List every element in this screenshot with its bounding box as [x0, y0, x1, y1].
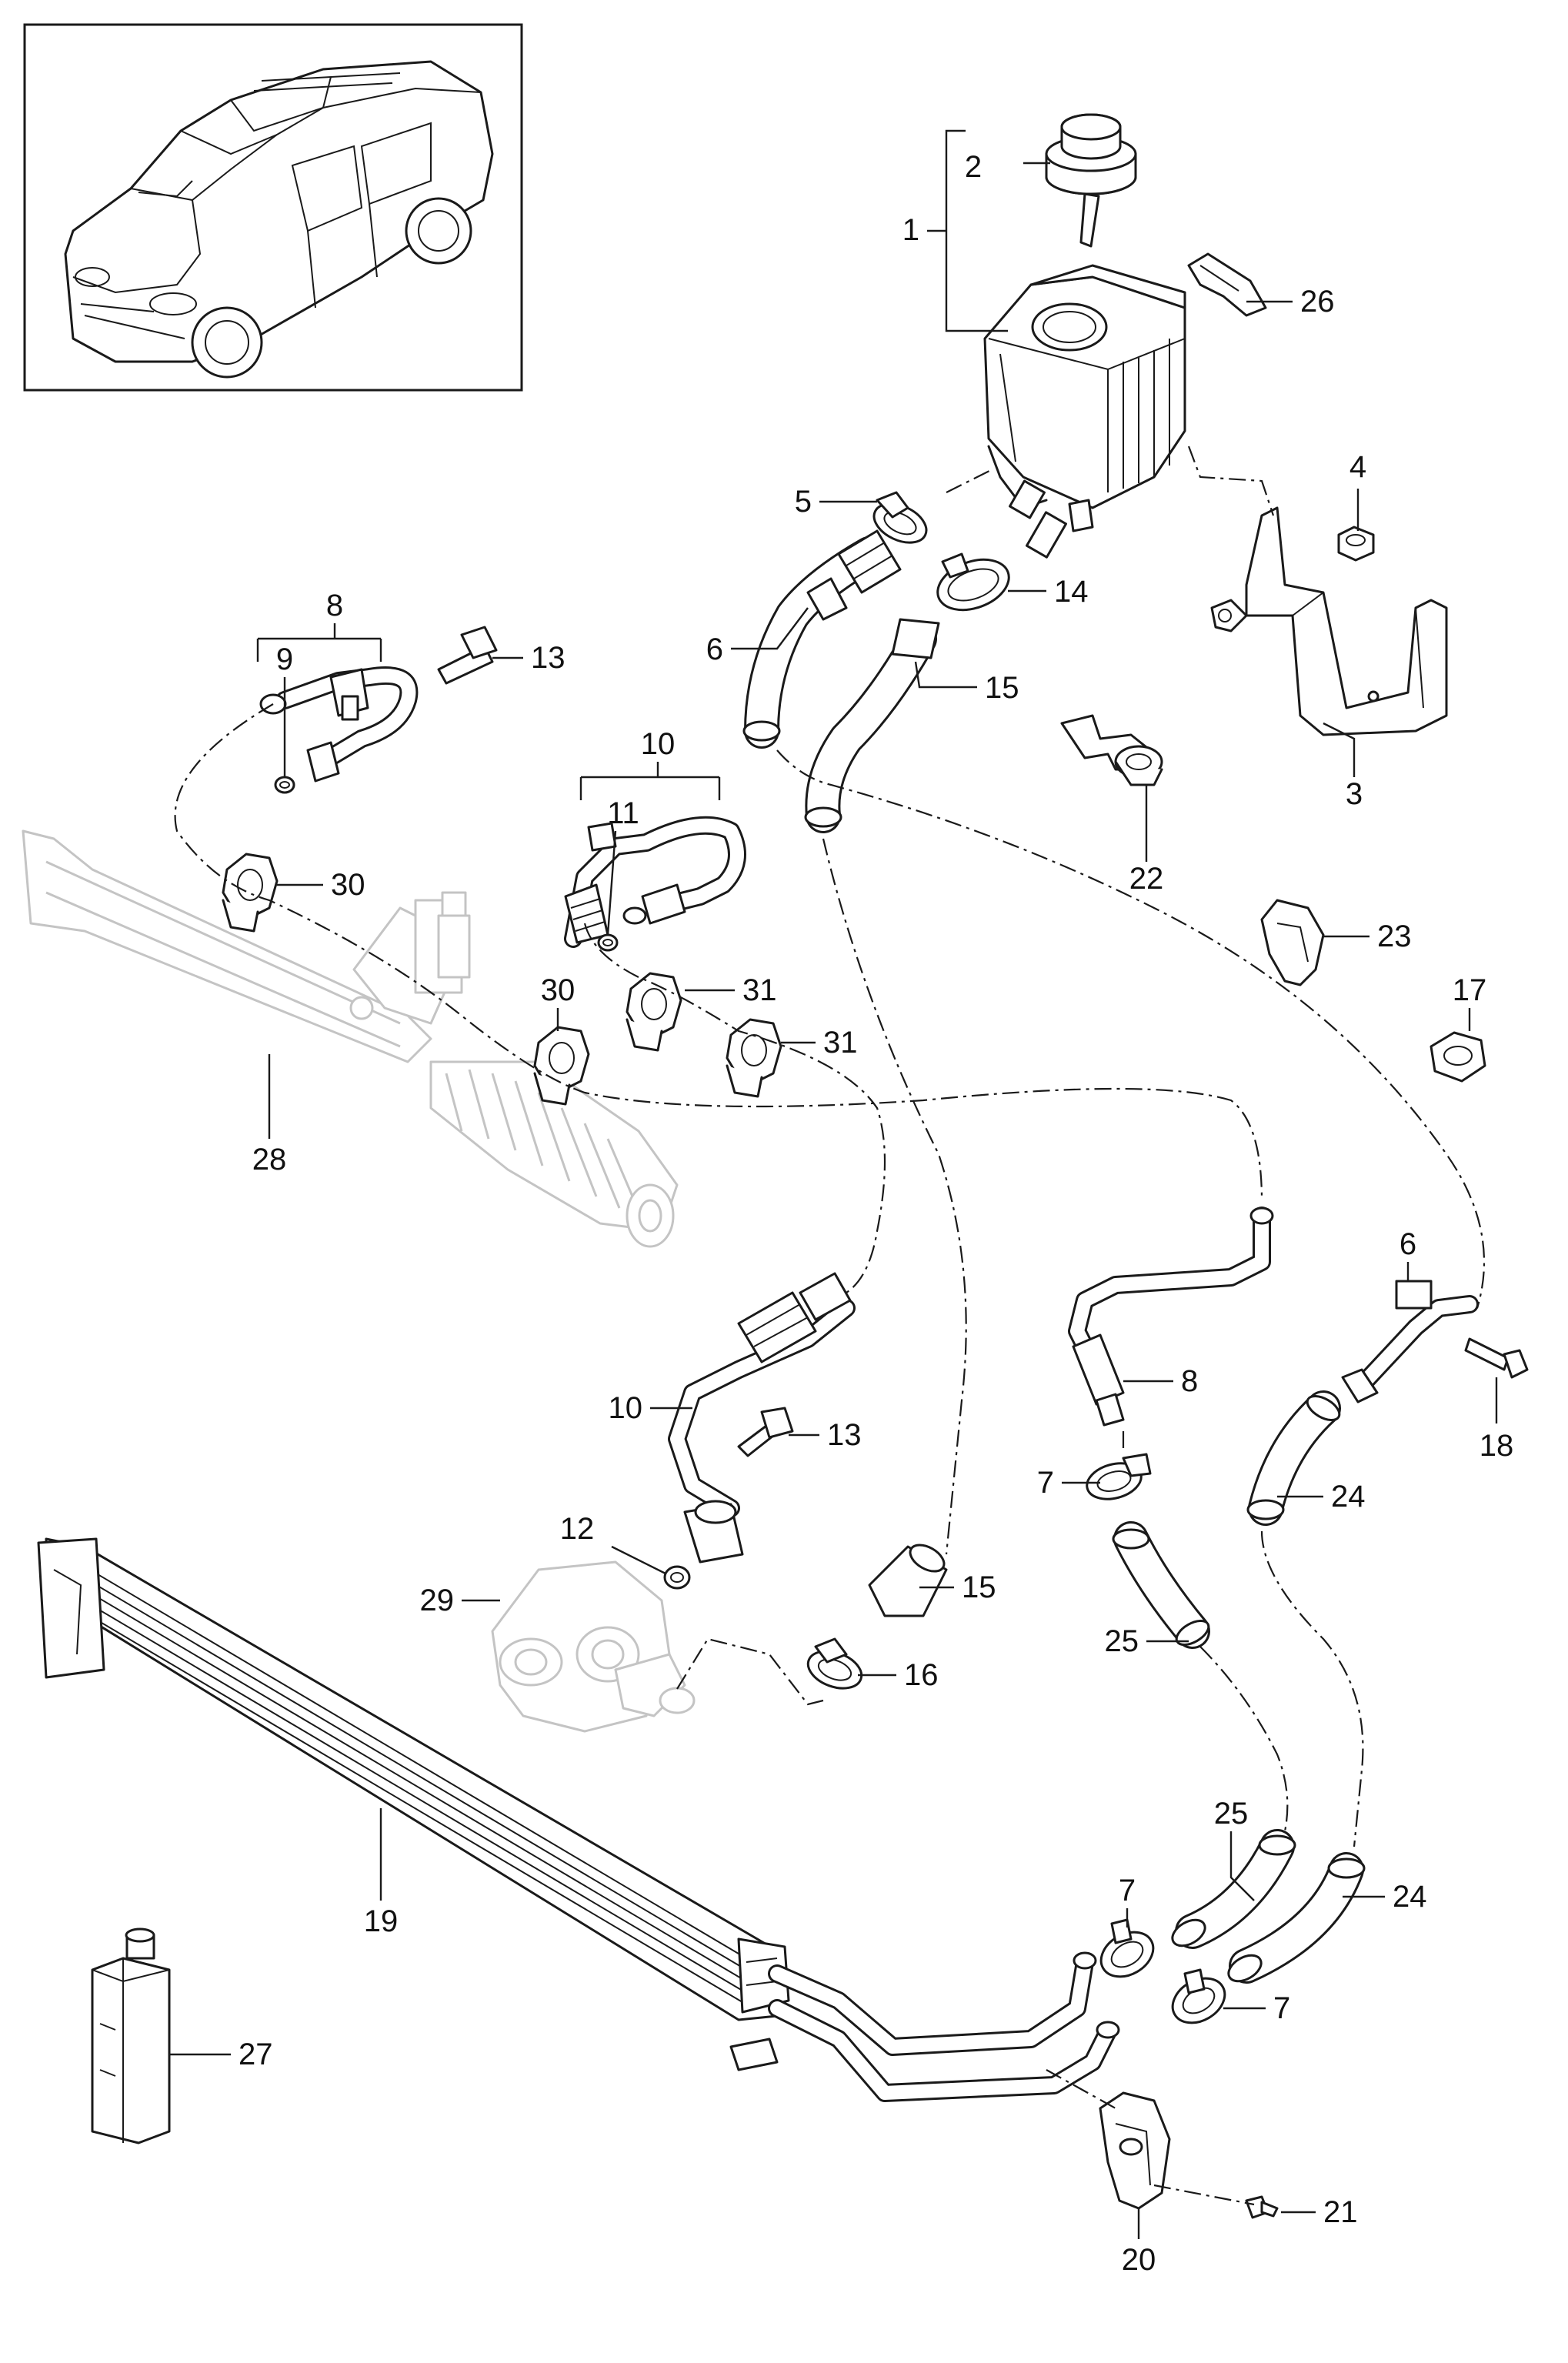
hose-25-upper — [1112, 1521, 1210, 1649]
callout-29: 29 — [420, 1584, 455, 1617]
callout-11: 11 — [607, 796, 639, 830]
suv-illustration — [64, 60, 494, 379]
rubber-mount-30-bottom — [533, 1026, 590, 1106]
callout-leaders — [169, 129, 1498, 2239]
callout-12: 12 — [560, 1512, 595, 1546]
callout-22: 22 — [1129, 862, 1164, 896]
callout-31-left: 31 — [742, 973, 777, 1007]
callout-2: 2 — [965, 150, 982, 184]
callout-6-top: 6 — [706, 632, 723, 666]
hose-24-upper — [1246, 1390, 1341, 1526]
reservoir-cap — [1045, 113, 1137, 248]
o-ring-12 — [663, 1565, 691, 1590]
callout-19: 19 — [364, 1904, 399, 1938]
o-ring-9 — [274, 776, 295, 794]
bolt-18 — [1464, 1337, 1529, 1379]
vehicle-thumbnail — [23, 23, 523, 392]
bolt-13-lower — [737, 1407, 794, 1457]
hose-15-lower — [868, 1544, 948, 1617]
callout-1: 1 — [902, 213, 919, 247]
pipe-6-lower — [1341, 1280, 1479, 1403]
hose-clamp-7-upper — [1086, 1453, 1152, 1500]
hose-25-lower — [1171, 1829, 1296, 1949]
nut-17 — [1430, 1031, 1486, 1083]
callout-8-top: 8 — [326, 589, 343, 622]
pipe-10-top — [564, 816, 746, 948]
callout-30-top: 30 — [331, 868, 365, 902]
callout-17: 17 — [1453, 973, 1487, 1007]
clip-26 — [1187, 252, 1267, 317]
callout-5: 5 — [795, 485, 812, 519]
reservoir-assembly — [983, 264, 1186, 559]
clip-22 — [1060, 714, 1163, 786]
callout-20: 20 — [1122, 2243, 1156, 2277]
callout-15-top: 15 — [985, 671, 1019, 705]
callout-7-lower-right: 7 — [1273, 1991, 1290, 2025]
callout-4: 4 — [1349, 450, 1366, 484]
power-steering-pump-ghost — [491, 1560, 696, 1733]
callout-16: 16 — [904, 1658, 939, 1692]
callout-7-lower-left: 7 — [1119, 1874, 1136, 1907]
hose-clamp-7-right — [1171, 1968, 1226, 2024]
callout-25-upper: 25 — [1105, 1624, 1139, 1658]
callout-30-bottom: 30 — [541, 973, 575, 1007]
cooler-outlet-pipes — [768, 1951, 1120, 2102]
bolt-13-top — [437, 626, 498, 685]
return-hose-6 — [742, 529, 902, 749]
callout-13-lower: 13 — [827, 1418, 862, 1452]
callout-26: 26 — [1300, 285, 1335, 319]
callout-8-lower: 8 — [1181, 1364, 1198, 1398]
rubber-mount-31-left — [626, 972, 682, 1052]
hose-clamp-14 — [936, 552, 1010, 612]
supply-hose-15 — [804, 618, 940, 833]
bolt-21 — [1245, 2195, 1279, 2219]
hose-clamp-7-left — [1099, 1918, 1155, 1978]
callout-23: 23 — [1377, 920, 1412, 953]
callout-24-upper: 24 — [1331, 1480, 1366, 1514]
pipe-10-lower — [668, 1272, 856, 1564]
pipe-bracket-20 — [1099, 2091, 1171, 2210]
nut-4 — [1337, 526, 1375, 562]
callout-18: 18 — [1480, 1429, 1514, 1463]
fluid-bottle-27 — [91, 1927, 171, 2144]
hose-clamp-5 — [872, 491, 928, 544]
hose-clamp-16 — [806, 1637, 863, 1690]
callout-21: 21 — [1323, 2195, 1358, 2229]
callout-15-lower: 15 — [962, 1570, 996, 1604]
callout-labels: 1 2 26 4 5 14 6 15 3 22 8 9 13 10 11 30 … — [239, 150, 1513, 2277]
callout-25-lower: 25 — [1214, 1797, 1249, 1831]
callout-27: 27 — [239, 2038, 273, 2071]
callout-3: 3 — [1346, 777, 1363, 811]
connection-lines — [174, 446, 1485, 2206]
callout-24-lower: 24 — [1393, 1880, 1427, 1914]
callout-14: 14 — [1054, 575, 1089, 609]
clip-23 — [1260, 899, 1325, 986]
pipe-8-top — [259, 666, 419, 783]
pipe-8-lower — [1068, 1207, 1274, 1427]
callout-31-right: 31 — [823, 1026, 858, 1060]
callout-10-top: 10 — [641, 727, 676, 761]
callout-9: 9 — [276, 642, 293, 676]
callout-28: 28 — [252, 1143, 287, 1176]
steering-rack-ghost — [22, 829, 679, 1248]
callout-6-lower: 6 — [1400, 1227, 1416, 1261]
callout-13-top: 13 — [531, 641, 565, 675]
rubber-mount-31-right — [726, 1018, 782, 1098]
callout-10-lower: 10 — [609, 1391, 643, 1425]
rubber-mount-30-top — [222, 853, 279, 933]
callout-7-upper: 7 — [1037, 1466, 1054, 1500]
o-ring-11 — [597, 933, 619, 952]
bracket-3 — [1210, 506, 1448, 736]
hose-24-lower — [1227, 1852, 1366, 1984]
